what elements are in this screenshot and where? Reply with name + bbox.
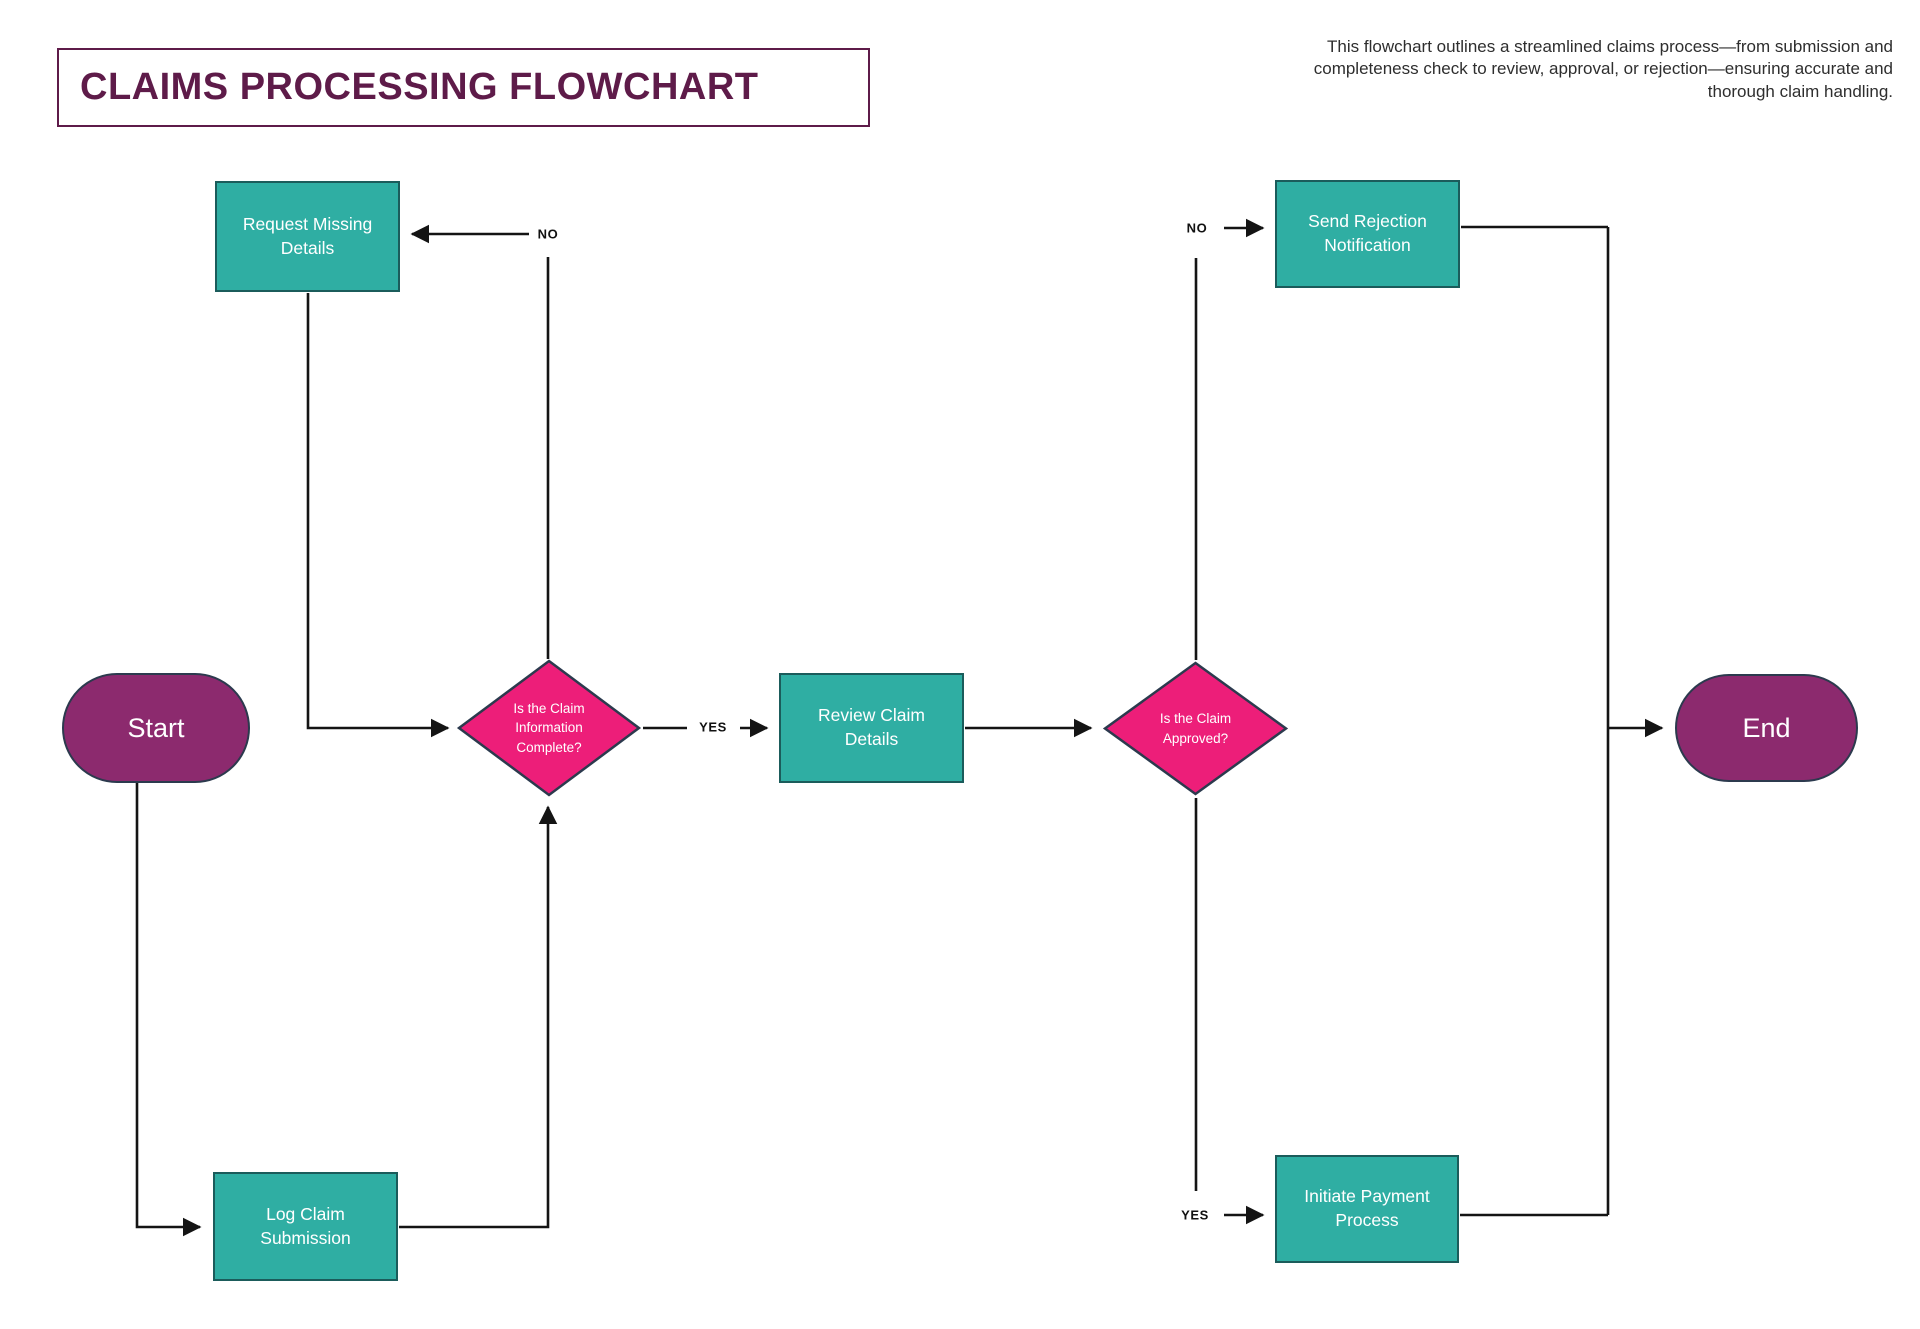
edge-log-to-complete	[399, 805, 558, 1229]
node-start: Start	[62, 673, 250, 783]
node-initiate-payment-process-label: Initiate Payment Process	[1304, 1186, 1430, 1230]
node-claim-approved-decision-label: Is the Claim Approved?	[1159, 711, 1232, 746]
title-box: CLAIMS PROCESSING FLOWCHART	[57, 48, 870, 127]
description-line: This flowchart outlines a streamlined cl…	[1327, 37, 1893, 56]
node-request-missing-details-label: Request Missing Details	[242, 213, 373, 258]
node-request-missing-details: Request Missing Details	[215, 181, 400, 292]
node-end: End	[1675, 674, 1858, 782]
page-title: CLAIMS PROCESSING FLOWCHART	[80, 66, 759, 108]
node-send-rejection-notification-label: Send Rejection Notification	[1308, 211, 1427, 255]
node-review-claim-details: Review Claim Details	[779, 673, 964, 783]
node-initiate-payment-process: Initiate Payment Process	[1275, 1155, 1459, 1263]
edge-label-yes-right: YES	[1181, 1207, 1209, 1223]
diamond-shape-icon	[1102, 661, 1289, 796]
edge-request-to-complete	[306, 293, 450, 738]
node-start-label: Start	[127, 712, 185, 743]
node-claim-complete-decision: Is the Claim Information Complete?	[456, 658, 642, 798]
edge-start-to-log	[135, 783, 202, 1237]
edge-label-no-right: NO	[1186, 220, 1208, 236]
node-end-label: End	[1742, 712, 1791, 743]
node-send-rejection-notification: Send Rejection Notification	[1275, 180, 1460, 288]
diamond-shape-icon	[456, 659, 642, 797]
node-log-claim-submission: Log Claim Submission	[213, 1172, 398, 1281]
description-line: completeness check to review, approval, …	[1313, 59, 1893, 79]
node-claim-complete-decision-label: Is the Claim Information Complete?	[513, 701, 585, 755]
node-log-claim-submission-label: Log Claim Submission	[260, 1203, 351, 1248]
edge-label-yes-left: YES	[699, 719, 727, 735]
node-claim-approved-decision: Is the Claim Approved?	[1102, 660, 1289, 797]
edge-label-no-left: NO	[537, 226, 559, 242]
node-review-claim-details-label: Review Claim Details	[818, 705, 925, 749]
description-line: thorough claim handling.	[1707, 81, 1893, 101]
flowchart-description: This flowchart outlines a streamlined cl…	[1173, 36, 1893, 103]
